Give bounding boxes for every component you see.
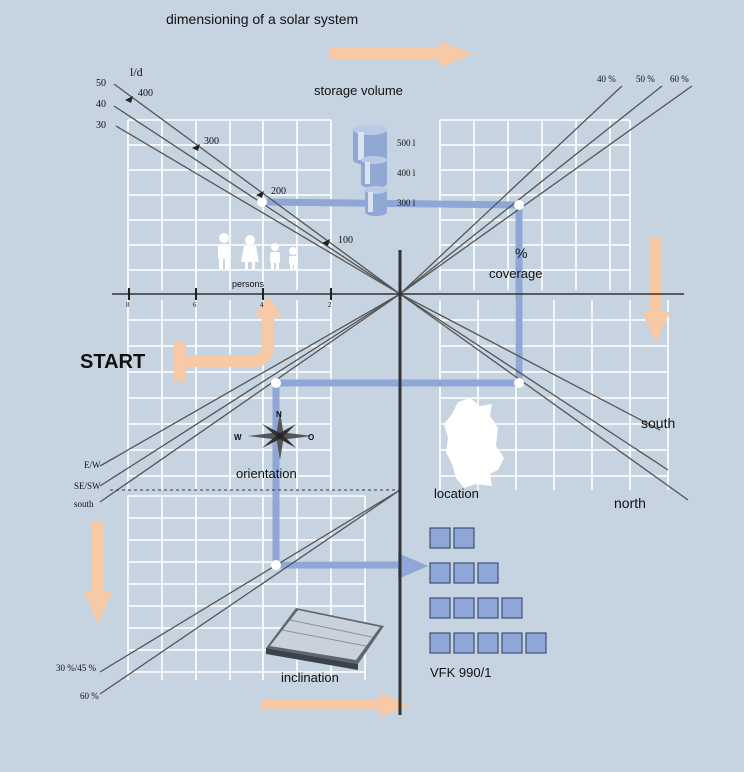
axes [110,250,684,715]
collector-block [477,632,499,654]
tank-400 [361,156,387,188]
tank-label-300: 300 l [397,198,416,208]
collector-block [429,632,451,654]
consumption-scale-50: 50 [96,78,106,89]
orientation-south: south [74,499,94,509]
coverage-label: coverage [489,266,542,281]
inclination-30-45: 30 %/45 % [56,663,96,673]
inclination-label: inclination [281,670,339,685]
person-child-icon [270,243,280,269]
collector-block [453,527,475,549]
coverage-scale-50: 50 % [636,74,655,84]
consumption-point-200: 200 [271,186,286,197]
persons-axis-ticks [128,288,332,300]
collector-block [429,597,451,619]
consumption-scale-30: 30 [96,120,106,131]
ld-label: l/d [130,65,143,79]
intersection-dots [257,197,524,570]
compass-w: W [234,433,242,442]
arrow-down-left [84,522,112,624]
location-label: location [434,486,479,501]
persons-tick-4: 4 [260,301,264,309]
compass-o: O [308,433,314,442]
diagonal-lines [99,83,693,695]
coverage-scale-60: 60 % [670,74,689,84]
storage-tanks [353,125,387,216]
orientation-label: orientation [236,466,297,481]
persons-icon [218,233,298,269]
solar-collector-icon [266,608,384,670]
orientation-ew: E/W [84,460,101,470]
north-label: north [614,495,646,511]
collector-block [525,632,547,654]
consumption-point-100: 100 [338,235,353,246]
collector-block [429,527,451,549]
collector-block [501,632,523,654]
start-bar [174,342,186,381]
collector-model-label: VFK 990/1 [430,665,491,680]
collector-block [453,597,475,619]
arrow-down-right [642,237,670,343]
start-label: START [80,351,145,373]
consumption-point-400: 400 [138,88,153,99]
collector-block [429,562,451,584]
arrow-right-top [330,41,473,67]
storage-volume-label: storage volume [314,83,403,98]
collector-block [453,562,475,584]
coverage-scale-40: 40 % [597,74,616,84]
collector-block [501,597,523,619]
persons-tick-8: 8 [126,301,130,309]
consumption-scale-40: 40 [96,99,106,110]
persons-label: persons [232,279,265,289]
consumption-point-300: 300 [204,136,219,147]
persons-tick-2: 2 [328,301,332,309]
inclination-60: 60 % [80,691,99,701]
collector-block [477,562,499,584]
tank-300 [365,186,387,216]
consumption-markers [125,96,330,246]
person-woman-icon [241,235,259,269]
person-child-small-icon [289,247,298,269]
compass-n: N [276,410,282,419]
persons-tick-6: 6 [193,301,197,309]
person-man-icon [218,233,230,269]
coverage-percent-sign: % [515,245,527,261]
arrow-start-up [186,296,283,367]
tank-label-400: 400 l [397,168,416,178]
guide-path-arrowhead [398,553,428,579]
collector-block [453,632,475,654]
collector-count-grid [429,527,547,654]
compass-icon [248,412,312,460]
orientation-sesw: SE/SW [74,481,101,491]
germany-map-icon [444,398,504,488]
arrow-right-bottom [262,693,410,717]
diagram-title: dimensioning of a solar system [166,11,358,27]
guide-path [261,198,523,569]
flow-arrows [84,41,670,717]
collector-block [477,597,499,619]
tank-label-500: 500 l [397,138,416,148]
south-label: south [641,415,675,431]
